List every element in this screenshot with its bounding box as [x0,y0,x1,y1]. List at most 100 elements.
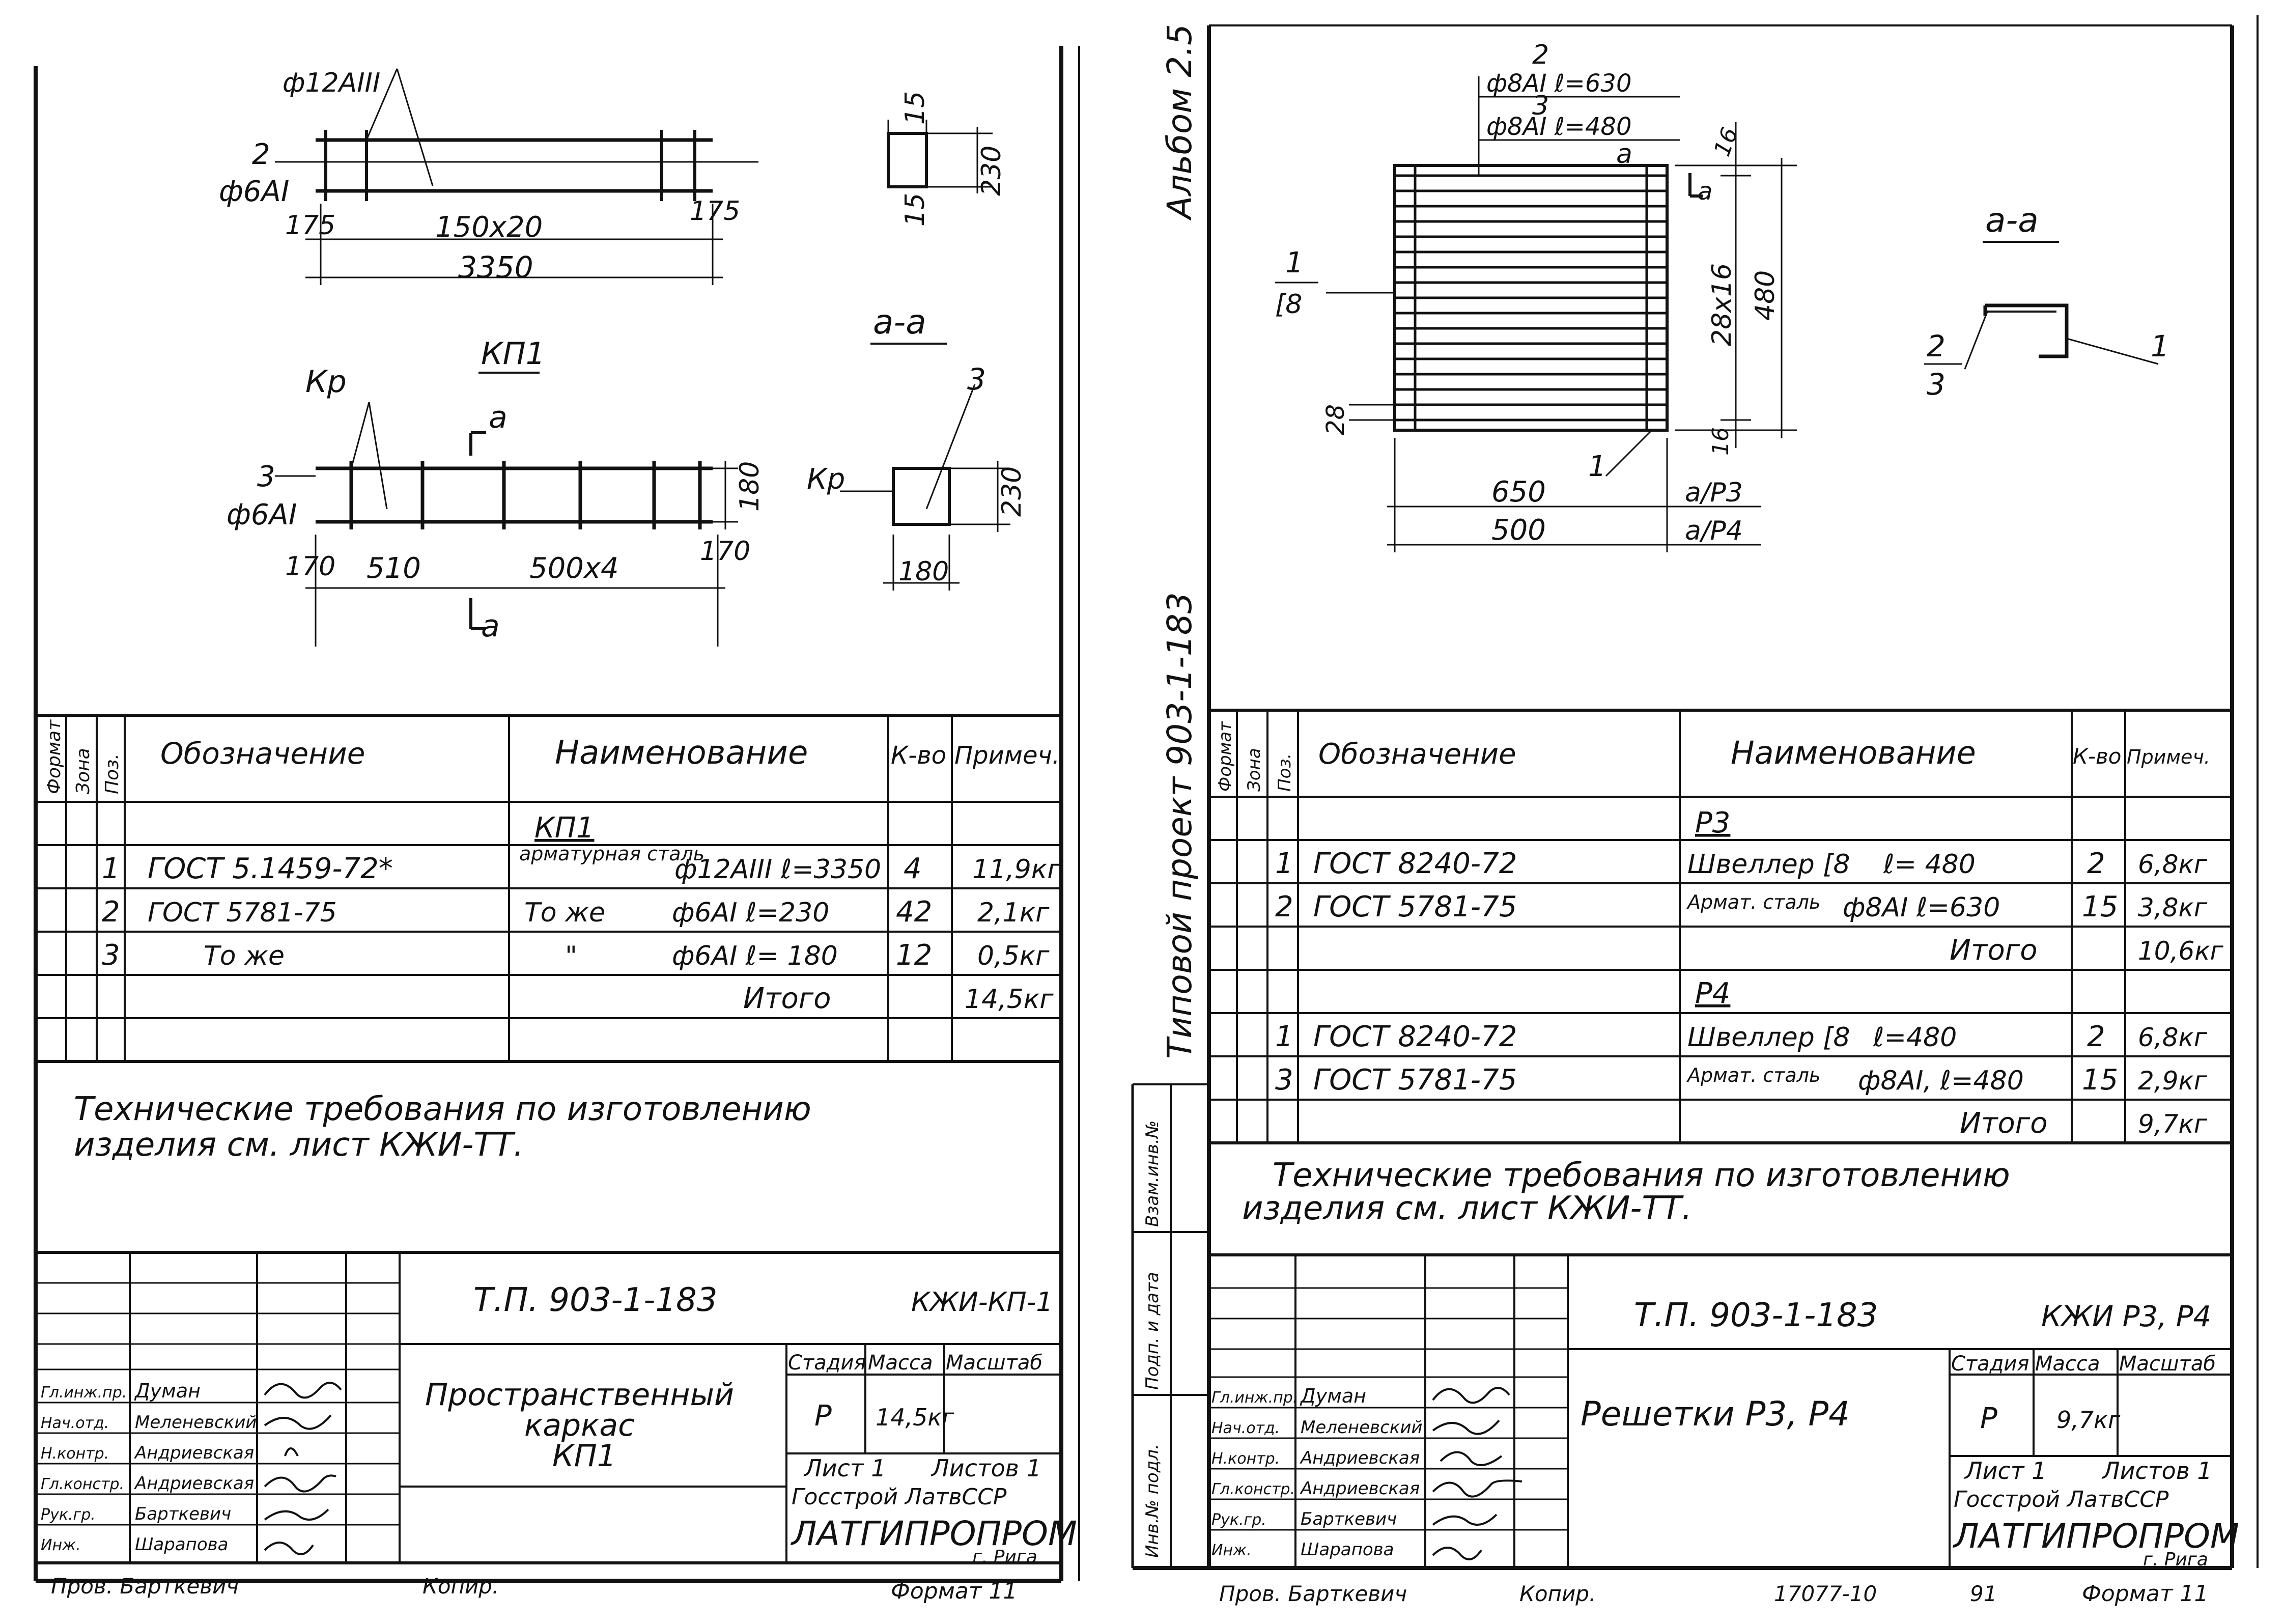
top-dim-right: 175 [690,196,740,227]
right-signers: Гл.инж.пр. Думан Нач.отд. Меленевский Н.… [1211,1385,1423,1560]
side-inv2: Инв.№ подл. [1142,1444,1163,1558]
left-row2-name-b: ф6АI ℓ=230 [672,898,829,928]
right-title-block-lines [1209,1253,2232,1568]
left-tb-code: КЖИ-КП-1 [911,1287,1053,1318]
right-col-note: Примеч. [2127,746,2210,768]
right-r3-row1-pos: 1 [1275,847,1293,880]
left-signatures [264,1382,342,1555]
mid-height: 180 [735,461,765,512]
grating-dim-480: 480 [1750,270,1781,321]
svg-text:Шарапова: Шарапова [135,1534,229,1555]
right-tb-stage: Р [1980,1402,1997,1435]
left-row1-name-b: ф12АIII ℓ=3350 [674,854,881,885]
right-r3-row2-qty: 15 [2082,890,2118,923]
svg-text:Рук.гр.: Рук.гр. [41,1506,96,1524]
top-bar-label: ф12АIII [283,68,380,98]
kp1-section-drawing [840,384,1010,591]
right-sheet: Альбом 2.5 Типовой проект 903-1-183 Взам… [1131,15,2259,1607]
grating-dim-28: 28 [1321,404,1350,435]
svg-text:Андриевская: Андриевская [134,1473,254,1494]
left-row2-pos: 2 [102,895,120,929]
right-r3-row2-note: 3,8кг [2138,893,2208,922]
top-section-drawing [887,120,993,193]
section-dim-height: 230 [997,466,1027,517]
left-tb-project: Т.П. 903-1-183 [473,1281,717,1319]
right-group-r4: Р4 [1695,977,1730,1010]
right-signatures [1432,1387,1522,1560]
grating-drawing [1326,76,1797,552]
svg-text:Н.контр.: Н.контр. [1211,1450,1280,1468]
top-pos-number: 2 [252,138,270,171]
svg-text:Гл.инж.пр.: Гл.инж.пр. [41,1384,127,1402]
left-col-zone: Зона [73,748,94,794]
top-section-dim-top: 15 [900,91,930,125]
grating-cut-label: а [1616,139,1632,170]
right-col-zone: Зона [1244,748,1264,792]
left-tb-mass-label: Масса [868,1351,933,1375]
frame-title: КП1 [481,336,545,372]
section-pos-c: 1 [2151,329,2169,363]
right-tech-req-line2: изделия см. лист КЖИ-ТТ. [1242,1190,1692,1227]
grating-pos2-text: ф8АI ℓ=630 [1486,69,1632,98]
svg-text:Барткевич: Барткевич [1301,1509,1397,1529]
right-tb-stage-label: Стадия [1951,1352,2029,1376]
left-footer-format: Формат 11 [891,1578,1018,1604]
mid-pos-rebar: ф6АI [227,498,297,531]
grating-variant-2: а/Р4 [1685,516,1743,546]
right-r4-row1-pos: 1 [1275,1020,1293,1053]
left-tb-org-1: Госстрой ЛатвССР [792,1484,1007,1510]
svg-text:Нач.отд.: Нач.отд. [41,1414,109,1432]
grating-pos3-text: ф8АI ℓ=480 [1486,113,1632,141]
left-title-block-lines [36,1251,1061,1564]
top-dim-left: 175 [285,210,335,241]
left-tb-sheet: Лист 1 [803,1454,886,1482]
kp-label: Кр [305,364,347,400]
left-tb-mass: 14,5кг [876,1404,954,1431]
left-row1-note: 11,9кг [972,854,1061,885]
left-row1-designation: ГОСТ 5.1459-72* [148,852,393,885]
side-album: Альбом 2.5 [1160,24,1199,221]
left-tb-title-1: Пространственный [425,1377,734,1413]
left-row3-name-b: ф6АI ℓ= 180 [672,941,838,971]
right-tb-org-2: ЛАТГИПРОПРОМ [1953,1517,2239,1556]
right-col-format: Формат [1215,721,1235,792]
left-tb-stage-label: Стадия [788,1351,866,1375]
right-footer-page: 91 [1970,1581,1997,1606]
svg-text:Андриевская: Андриевская [134,1443,254,1463]
grating-dim-650: 650 [1491,475,1546,509]
right-r4-total: 9,7кг [2138,1109,2208,1139]
mid-dim-left: 170 [285,551,335,582]
right-footer-format: Формат 11 [2082,1581,2209,1607]
left-frame [34,46,1080,1583]
left-tb-scale-label: Масштаб [946,1351,1042,1375]
left-row2-name-a: То же [524,898,605,928]
svg-text:Нач.отд.: Нач.отд. [1211,1419,1280,1437]
left-tb-sheets: Листов 1 [930,1454,1041,1482]
left-total-label: Итого [743,982,831,1015]
side-inv1: Взам.инв.№ [1142,1121,1163,1227]
right-r4-total-label: Итого [1960,1107,2047,1140]
right-tb-org-3: г. Рига [2143,1549,2208,1570]
right-r4-row1-qty: 2 [2087,1020,2105,1053]
left-footer-prov: Пров. Барткевич [51,1574,239,1599]
right-group-r3: Р3 [1695,806,1730,839]
cut-label-bottom: а [481,608,500,644]
left-row1-qty: 4 [904,852,922,885]
left-row2-designation: ГОСТ 5781-75 [148,898,337,928]
right-footer-number: 17077-10 [1774,1581,1877,1606]
svg-text:Думан: Думан [134,1380,201,1402]
left-col-format: Формат [44,719,65,794]
svg-text:Андриевская: Андриевская [1300,1448,1420,1468]
mid-pos-number: 3 [257,460,275,493]
section-pos-a: 2 [1927,329,1945,363]
mid-dim-510: 510 [366,552,421,585]
top-section-dim-bottom: 15 [900,193,930,227]
right-tb-sheet: Лист 1 [1964,1457,2046,1485]
right-tb-org-1: Госстрой ЛатвССР [1954,1487,2169,1513]
right-footer-prov: Пров. Барткевич [1219,1581,1407,1606]
right-r4-row2-qty: 15 [2082,1063,2118,1097]
left-row1-name-a: арматурная сталь [519,843,704,865]
right-r3-row2-pos: 2 [1275,890,1293,923]
side-sign: Подп. и дата [1142,1272,1163,1390]
grating-pos2: 2 [1532,40,1549,70]
